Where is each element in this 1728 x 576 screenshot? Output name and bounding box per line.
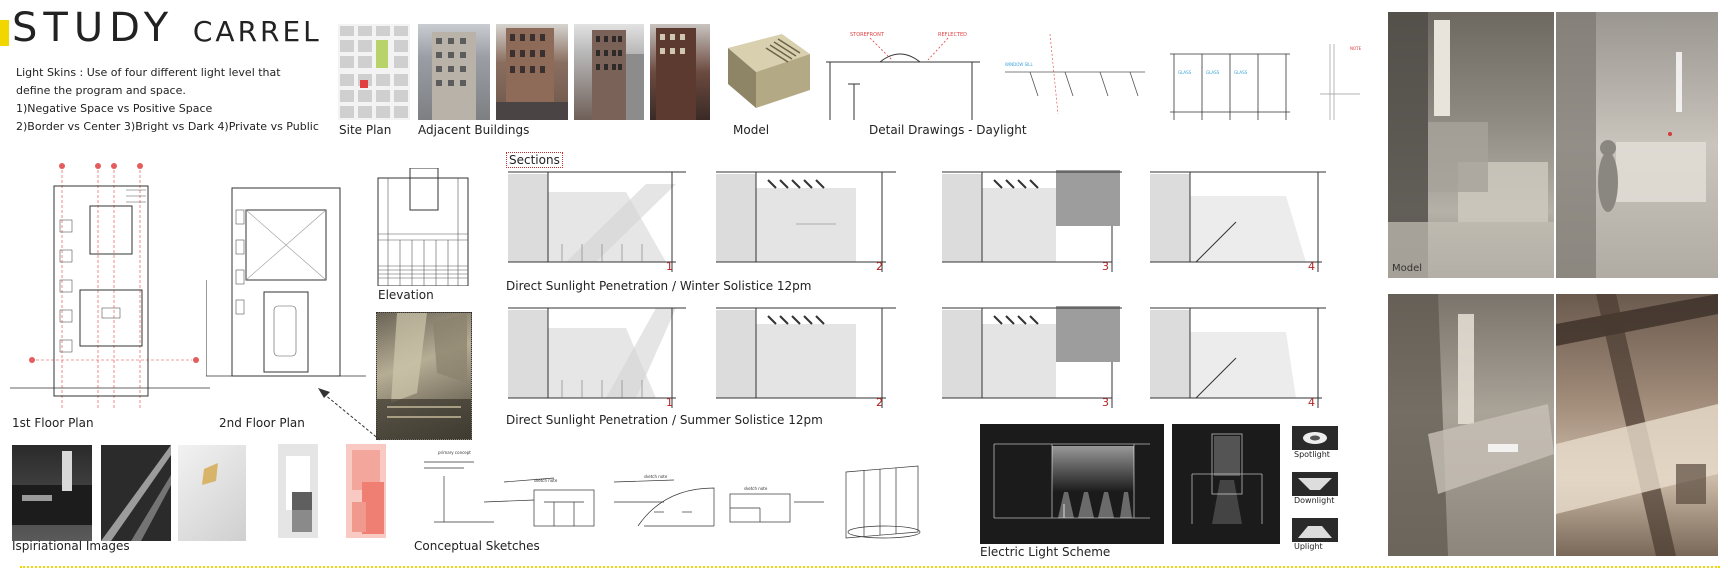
adjacent-building-photo-2 bbox=[496, 24, 568, 120]
svg-text:2: 2 bbox=[876, 260, 883, 273]
summer-sections-svg: 1 2 3 4 bbox=[508, 306, 1326, 409]
adjacent-buildings-label: Adjacent Buildings bbox=[418, 123, 530, 137]
model-interior-photo-3 bbox=[1388, 294, 1554, 556]
svg-text:primary concept: primary concept bbox=[438, 450, 471, 455]
interior-model-photo-framed bbox=[376, 312, 472, 440]
svg-text:NOTE: NOTE bbox=[1350, 46, 1362, 51]
winter-sections-caption: Direct Sunlight Penetration / Winter Sol… bbox=[506, 279, 812, 293]
downlight-icon bbox=[1292, 472, 1338, 496]
sections-heading: Sections bbox=[506, 152, 563, 168]
summer-section-4: 4 bbox=[1150, 307, 1326, 409]
conceptual-sketches-label: Conceptual Sketches bbox=[414, 539, 540, 553]
sections-summer-row: 1 2 3 4 bbox=[506, 298, 1326, 410]
intro-line-3: 1)Negative Space vs Positive Space bbox=[16, 102, 213, 115]
svg-text:STOREFRONT: STOREFRONT bbox=[850, 32, 885, 38]
inspirational-images-label: Ispiriational Images bbox=[12, 539, 130, 553]
model-photo-small bbox=[722, 28, 812, 112]
detail-drawings-label: Detail Drawings - Daylight bbox=[869, 123, 1027, 137]
elevation-label: Elevation bbox=[378, 288, 434, 302]
svg-text:1: 1 bbox=[666, 396, 673, 409]
model-photo-label: Model bbox=[1392, 263, 1423, 274]
svg-text:1: 1 bbox=[666, 260, 673, 273]
intro-line-4: 2)Border vs Center 3)Bright vs Dark 4)Pr… bbox=[16, 120, 319, 133]
page-title: STUDY CARREL bbox=[12, 6, 322, 54]
model-interior-photo-2 bbox=[1556, 12, 1718, 278]
detail-drawings: STOREFRONT REFLECTED WINDOW SILL GLASS G… bbox=[820, 24, 1390, 124]
summer-section-3: 3 bbox=[942, 306, 1122, 409]
svg-text:sketch note: sketch note bbox=[534, 478, 558, 483]
intro-text: Light Skins : Use of four different ligh… bbox=[16, 64, 319, 136]
spotlight-icon bbox=[1292, 426, 1338, 450]
svg-text:2: 2 bbox=[876, 396, 883, 409]
inspirational-image-2 bbox=[101, 445, 171, 541]
summer-sections-caption: Direct Sunlight Penetration / Summer Sol… bbox=[506, 413, 823, 427]
adjacent-building-photo-4 bbox=[650, 24, 710, 120]
title-sub: CARREL bbox=[192, 15, 322, 48]
electric-light-scheme-label: Electric Light Scheme bbox=[980, 545, 1111, 559]
svg-text:GLASS: GLASS bbox=[1234, 70, 1248, 75]
site-plan-map bbox=[338, 24, 410, 120]
svg-text:4: 4 bbox=[1308, 260, 1315, 273]
svg-text:sketch note: sketch note bbox=[744, 486, 768, 491]
summer-section-1: 1 bbox=[508, 307, 686, 409]
light-diagram-grey bbox=[276, 442, 322, 542]
svg-text:4: 4 bbox=[1308, 396, 1315, 409]
uplight-label: Uplight bbox=[1294, 542, 1323, 551]
intro-line-2: define the program and space. bbox=[16, 84, 186, 97]
adjacent-building-photo-1 bbox=[418, 24, 490, 120]
winter-sections-svg: 1 2 3 4 bbox=[508, 170, 1326, 273]
reference-arrow bbox=[314, 386, 384, 444]
winter-section-3: 3 bbox=[942, 170, 1122, 273]
uplight-icon bbox=[1292, 518, 1338, 542]
bottom-border-dotted bbox=[20, 566, 1720, 568]
svg-text:GLASS: GLASS bbox=[1206, 70, 1220, 75]
svg-text:3: 3 bbox=[1102, 396, 1109, 409]
title-main: STUDY bbox=[12, 5, 175, 51]
electric-light-scheme-main bbox=[980, 424, 1164, 544]
spotlight-label: Spotlight bbox=[1294, 450, 1330, 459]
svg-text:sketch note: sketch note bbox=[644, 474, 668, 479]
model-interior-photo-4 bbox=[1556, 294, 1718, 556]
winter-section-2: 2 bbox=[716, 171, 896, 273]
inspirational-image-1 bbox=[12, 445, 92, 541]
conceptual-sketches: primary concept sketch note sketch note … bbox=[414, 442, 934, 540]
inspirational-image-3 bbox=[178, 445, 246, 541]
light-diagram-pink bbox=[344, 442, 388, 542]
intro-line-1: Light Skins : Use of four different ligh… bbox=[16, 66, 281, 79]
elevation-drawing bbox=[376, 168, 470, 286]
svg-text:WINDOW SILL: WINDOW SILL bbox=[1005, 62, 1034, 67]
title-accent-bar bbox=[0, 20, 9, 46]
winter-section-4: 4 bbox=[1150, 171, 1326, 273]
adjacent-building-photo-3 bbox=[574, 24, 644, 120]
model-label: Model bbox=[733, 123, 770, 137]
summer-section-2: 2 bbox=[716, 307, 896, 409]
downlight-label: Downlight bbox=[1294, 496, 1335, 505]
svg-text:GLASS: GLASS bbox=[1178, 70, 1192, 75]
first-floor-plan-label: 1st Floor Plan bbox=[12, 416, 94, 430]
model-interior-photo-1: Model bbox=[1388, 12, 1554, 278]
svg-text:3: 3 bbox=[1102, 260, 1109, 273]
electric-light-scheme-detail bbox=[1172, 424, 1280, 544]
winter-section-1: 1 bbox=[508, 171, 686, 273]
svg-text:REFLECTED: REFLECTED bbox=[938, 32, 967, 38]
first-floor-plan bbox=[10, 160, 210, 415]
site-plan-label: Site Plan bbox=[339, 123, 392, 137]
second-floor-plan bbox=[206, 180, 366, 392]
second-floor-plan-label: 2nd Floor Plan bbox=[219, 416, 305, 430]
sections-winter-row: 1 2 3 4 bbox=[506, 164, 1326, 274]
